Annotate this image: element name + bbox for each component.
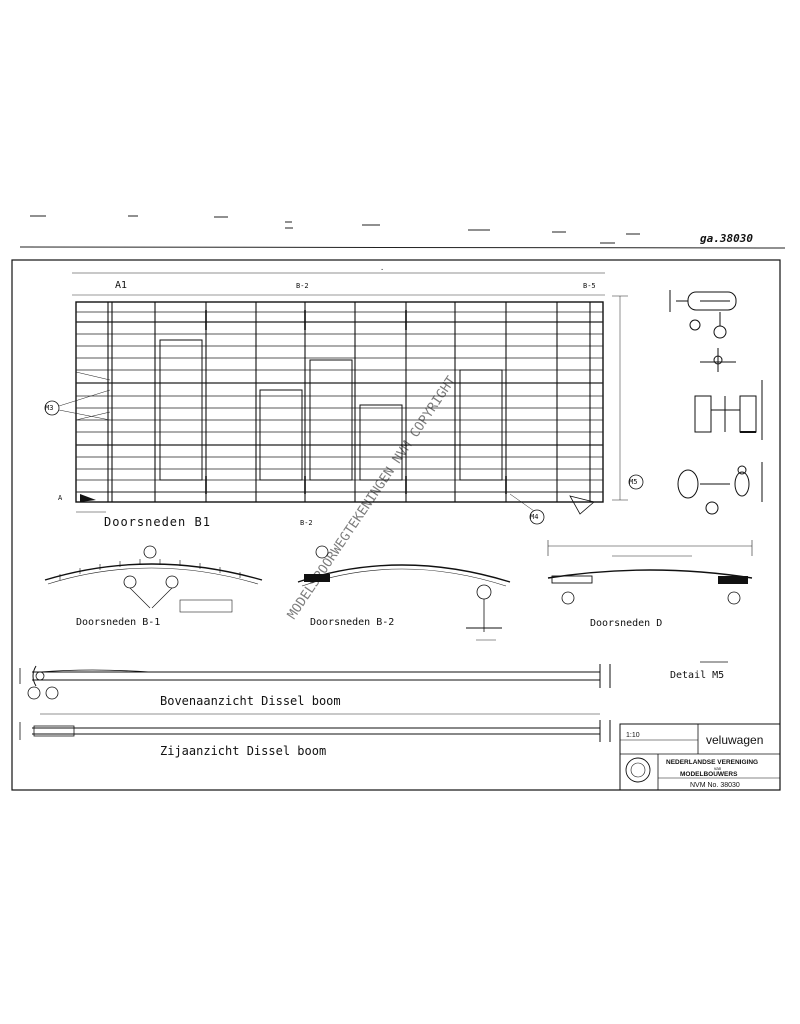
section-b2: Doorsneden B-2 [297,545,511,641]
part-name: veluwagen [706,733,763,747]
section-b1-caption: Doorsneden B-1 [76,617,160,628]
section-d-caption: Doorsneden D [590,618,662,629]
org-line-3: MODELBOUWERS [680,771,738,778]
main-plan-view: . A1 B-2 B-5 [44,264,644,529]
detail-bubble-right-label: M4 [530,513,538,521]
main-view-title: Doorsneden B1 [104,515,211,529]
organization-seal [625,757,651,783]
section-a-label: A1 [115,280,127,291]
copyright-watermark: MODELSPOORWEGTEKENINGEN NVM COPYRIGHT [285,374,459,623]
org-line-2: van [714,766,722,771]
title-block: veluwagen 1:10 NEDERLANDSE VERENIGING va… [619,723,781,791]
detail-fittings [669,290,763,515]
detail-bubble-mid [628,474,644,490]
detail-bubble-left [44,400,60,416]
sheet-border [11,259,781,791]
inner-recesses [159,339,503,481]
detail-bubble-mid-label: M5 [629,478,637,486]
scan-artifacts [19,215,786,249]
section-b2-caption: Doorsneden B-2 [310,617,394,628]
org-line-1: NEDERLANDSE VERENIGING [666,759,758,766]
detail-bubble-left-label: M3 [45,404,53,412]
section-b-label: B-2 [296,282,309,290]
drawing-number: ga.38030 [700,232,753,245]
detail-bubble-right [529,509,545,525]
section-d: Doorsneden D [547,540,753,629]
bottom-left-label: A [58,494,63,502]
boom-top-caption: Bovenaanzicht Dissel boom [160,694,341,708]
detail-label: Detail M5 [670,670,724,681]
drawing-no: NVM No. 38030 [690,782,740,789]
svg-text:.: . [380,264,384,272]
right-top-label: B-5 [583,282,596,290]
boom-top-view: Bovenaanzicht Dissel boom [19,664,611,708]
boom-side-view: Zijaanzicht Dissel boom [19,713,611,758]
cross-members [107,302,591,502]
boom-side-caption: Zijaanzicht Dissel boom [160,744,326,758]
section-b1: Doorsneden B-1 [44,545,263,628]
center-label: B-2 [300,519,313,527]
scale-value: 1:10 [626,732,640,739]
